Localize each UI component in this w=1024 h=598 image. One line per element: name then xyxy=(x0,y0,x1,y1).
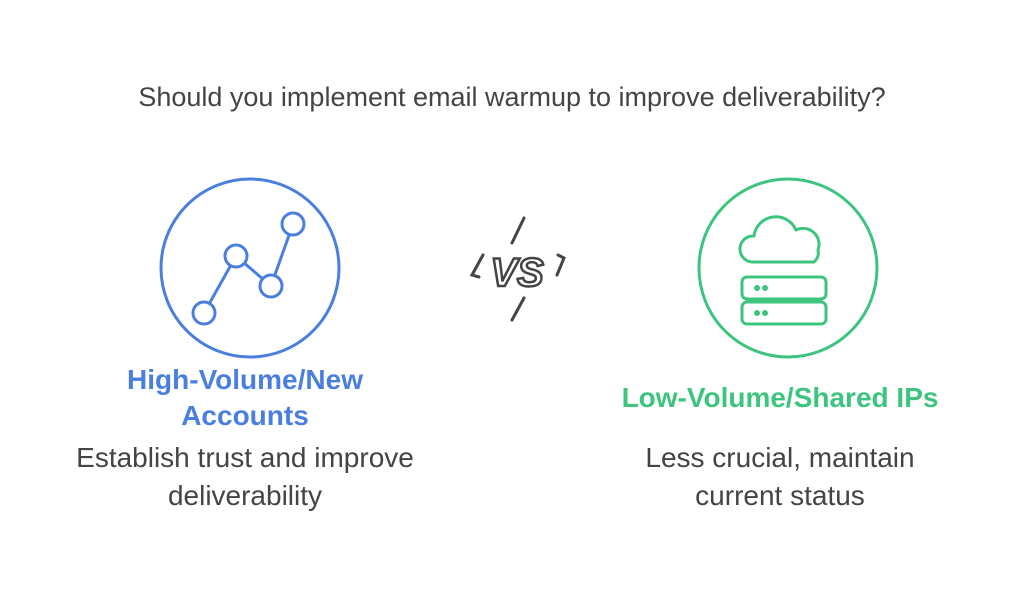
right-desc-line1: Less crucial, maintain xyxy=(645,442,915,473)
svg-text:VS: VS xyxy=(490,251,544,295)
cloud-server-icon xyxy=(697,177,879,359)
right-option-description: Less crucial, maintain current status xyxy=(555,439,1005,515)
line-chart-icon xyxy=(159,177,341,359)
left-label-line1: High-Volume/New xyxy=(127,364,363,395)
vs-icon: VS xyxy=(469,216,566,322)
left-option-label: High-Volume/New Accounts xyxy=(45,362,445,434)
left-desc-line1: Establish trust and improve xyxy=(76,442,414,473)
right-option-label: Low-Volume/Shared IPs xyxy=(621,382,939,413)
question-title: Should you implement email warmup to imp… xyxy=(138,82,886,112)
left-desc-line2: deliverability xyxy=(167,480,323,511)
left-option-description: Establish trust and improve deliverabili… xyxy=(20,439,470,515)
right-desc-line2: current status xyxy=(695,480,865,511)
left-label-line2: Accounts xyxy=(181,400,309,431)
